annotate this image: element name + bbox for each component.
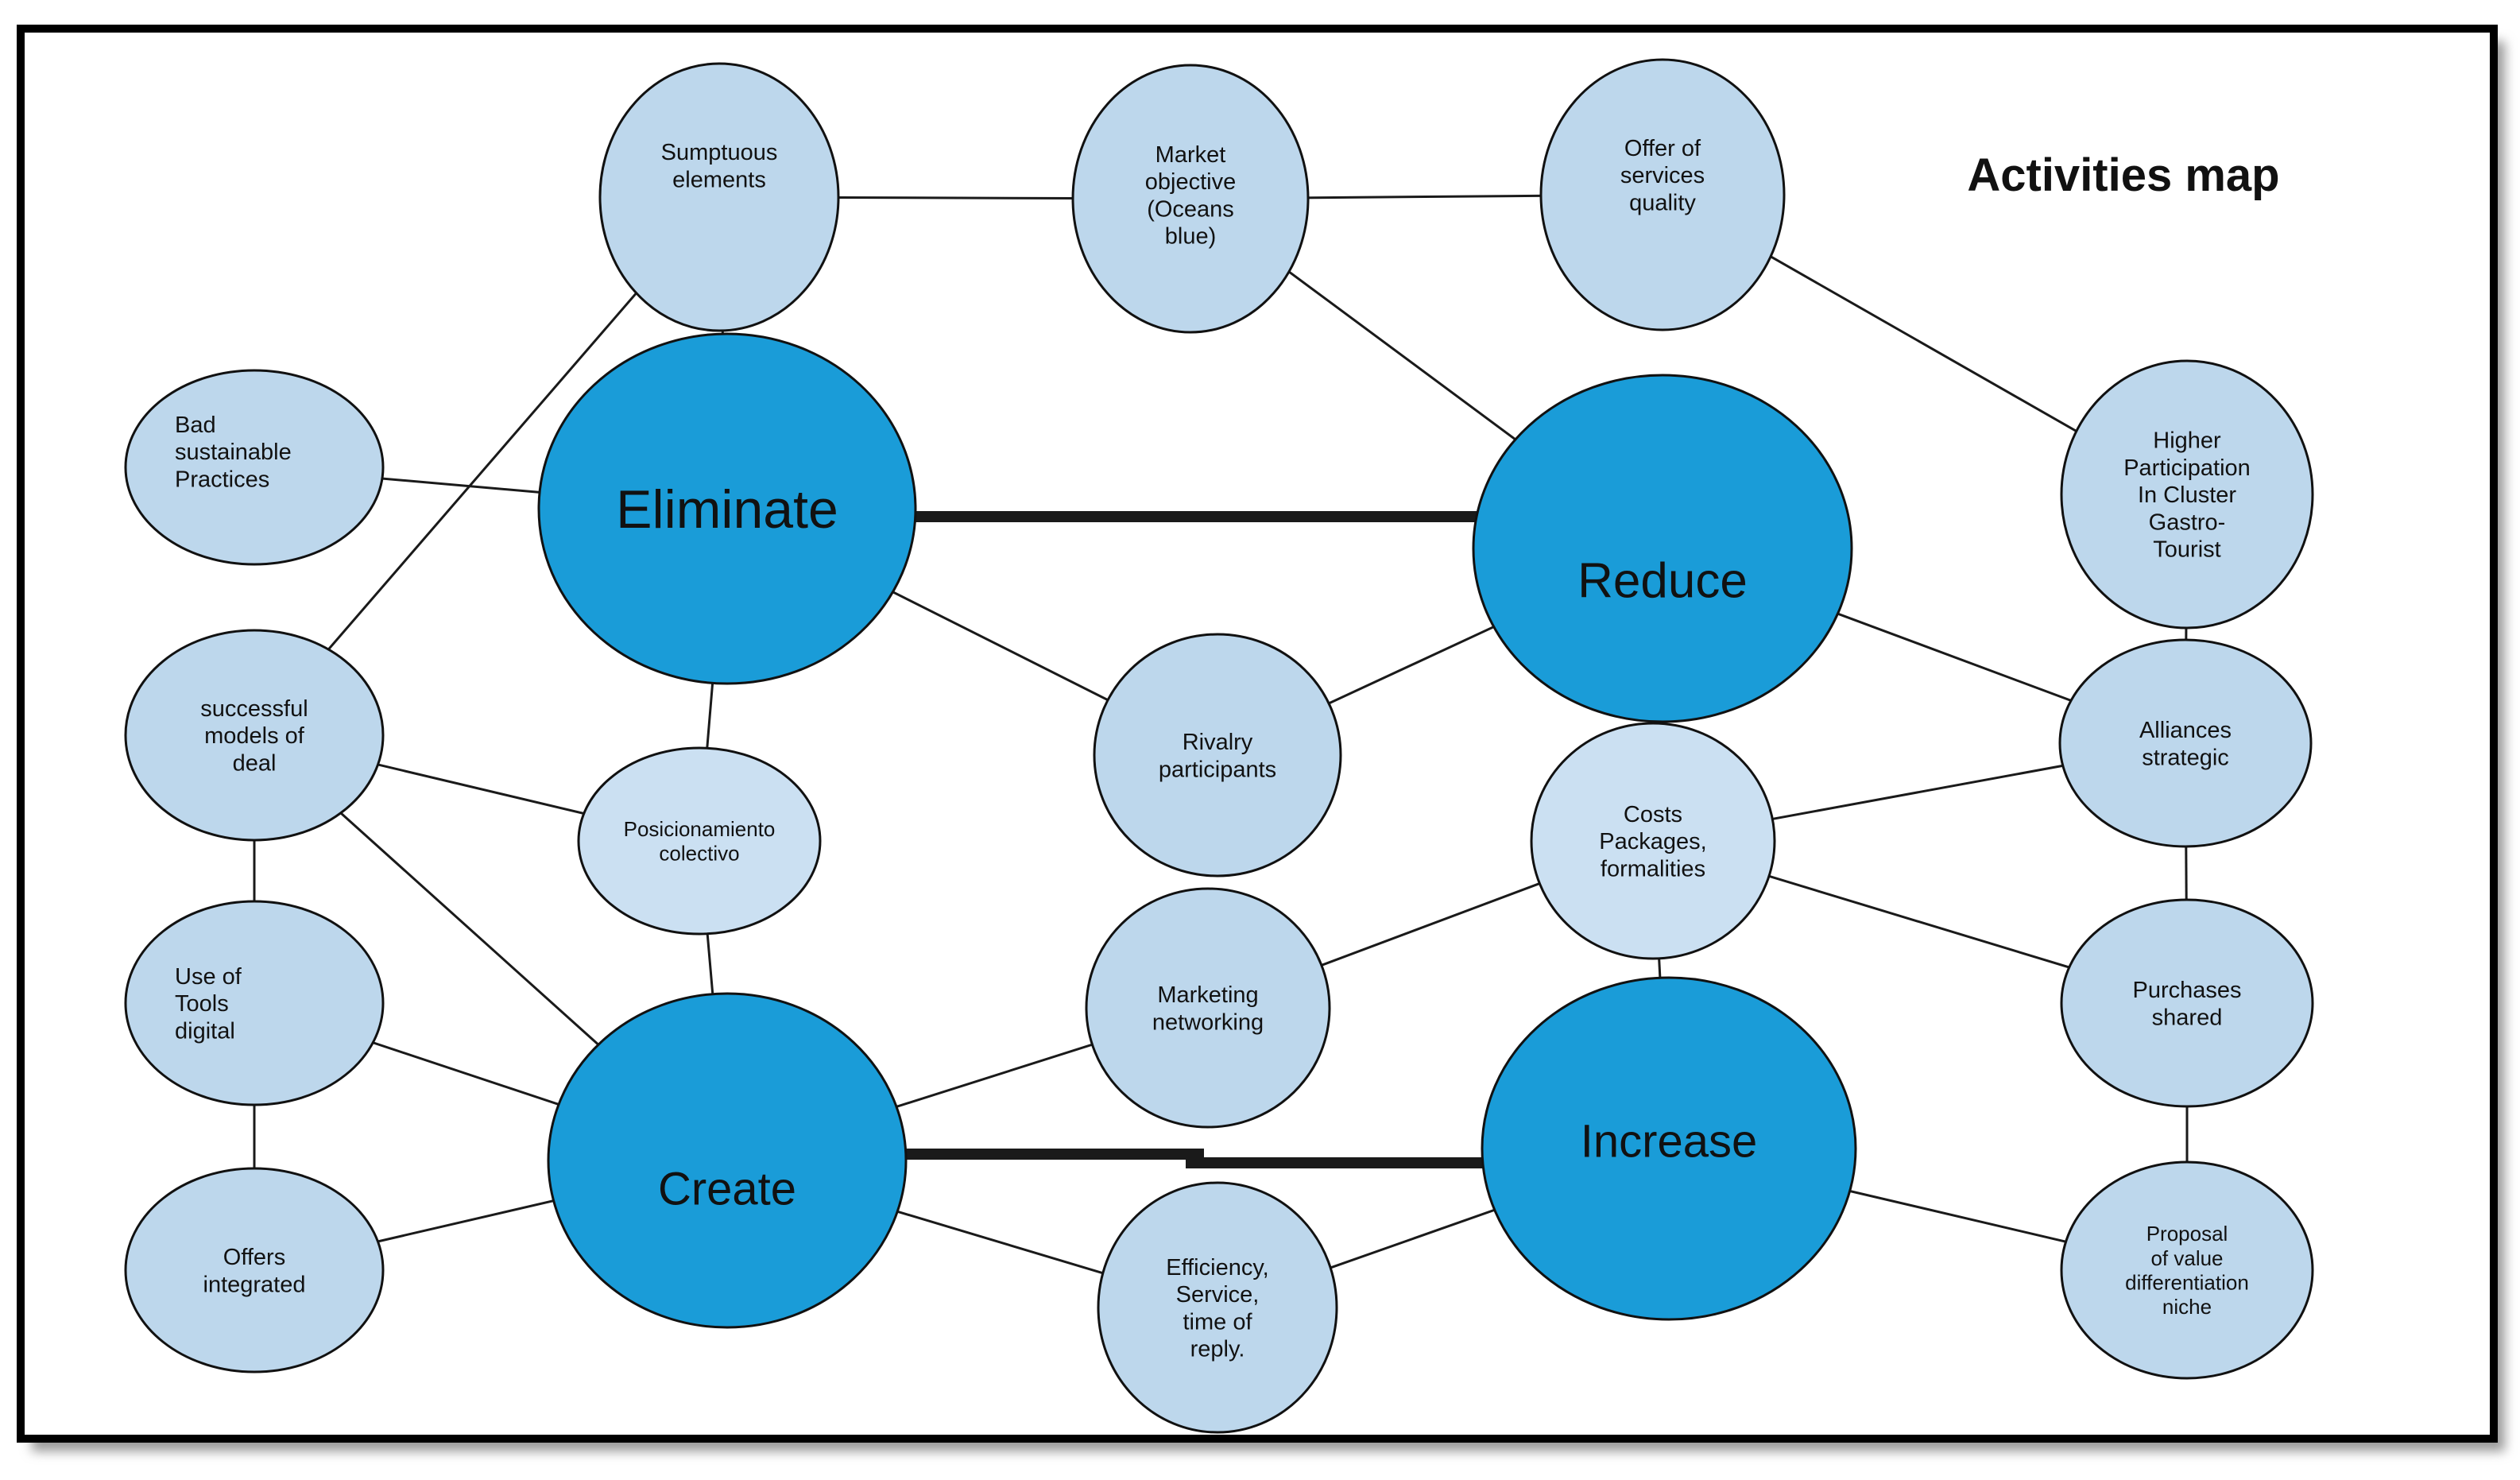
node-shape-proposal [2060, 1160, 2314, 1380]
node-label-reduce: Reduce [1577, 554, 1748, 609]
node-shape-efficiency [1097, 1181, 1338, 1434]
node-shape-alliances [2058, 638, 2313, 848]
node-label-eliminate: Eliminate [616, 479, 838, 540]
node-shape-marketing [1085, 887, 1331, 1129]
node-create: Create [547, 992, 908, 1329]
node-shape-sumptuous [598, 62, 840, 332]
node-shape-offersint [124, 1167, 385, 1373]
diagram-title: Activities map [1967, 149, 2279, 201]
node-shape-higher [2060, 359, 2314, 630]
node-shape-increase [1481, 976, 1857, 1321]
node-shape-costs [1530, 722, 1776, 960]
node-eliminate: Eliminate [537, 332, 917, 685]
node-shape-offer [1539, 58, 1786, 331]
node-shape-create [547, 992, 908, 1329]
node-shape-market [1071, 64, 1310, 334]
node-label-create: Create [658, 1163, 796, 1215]
node-shape-usetools [124, 900, 385, 1106]
node-shape-eliminate [537, 332, 917, 685]
node-shape-purchases [2060, 898, 2314, 1108]
node-shape-successful [124, 629, 385, 842]
node-increase: Increase [1481, 976, 1857, 1321]
node-reduce: Reduce [1472, 374, 1853, 723]
node-label-increase: Increase [1581, 1115, 1757, 1167]
node-shape-rivalry [1093, 633, 1342, 878]
node-shape-reduce [1472, 374, 1853, 723]
node-shape-bad [124, 369, 385, 566]
node-shape-posicionamiento [577, 746, 822, 936]
